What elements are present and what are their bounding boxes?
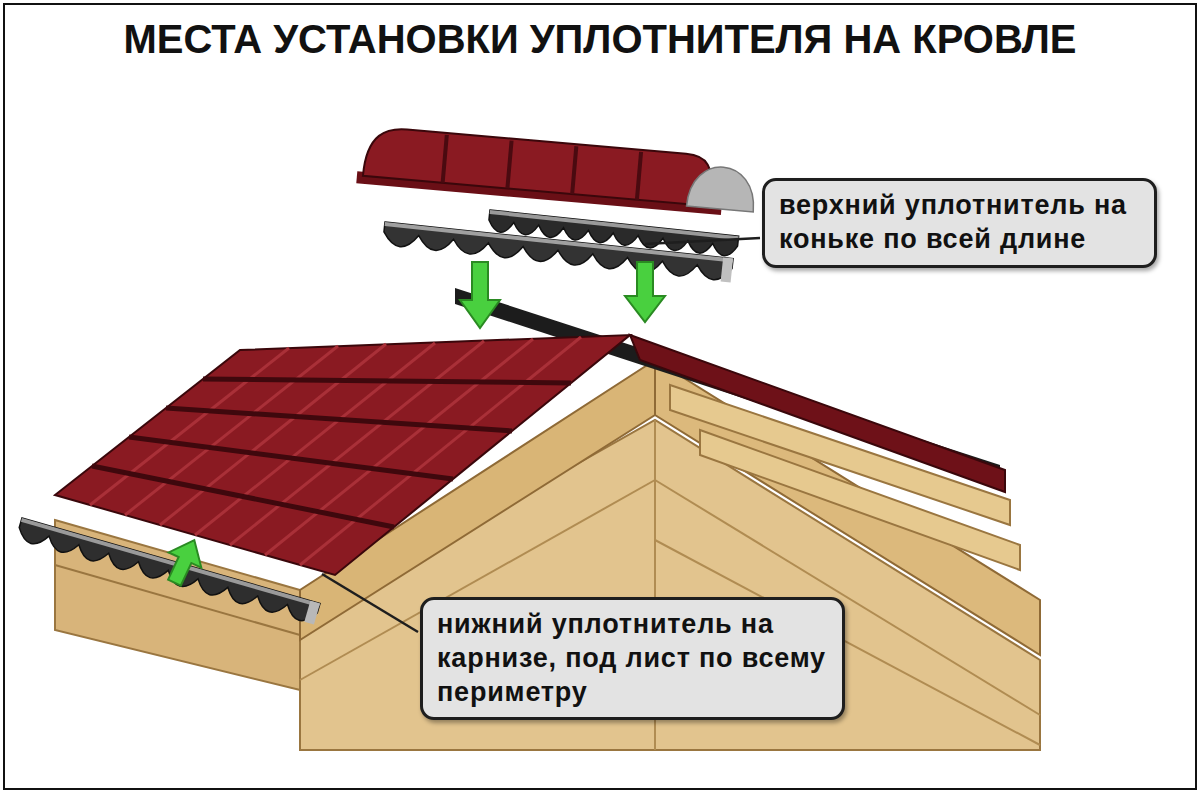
green-arrow [460, 262, 500, 328]
corrugation [90, 337, 581, 565]
green-arrow [625, 262, 665, 322]
right-roof-sheet [630, 335, 1005, 492]
callout-text: нижний уплотнитель на карнизе, под лист … [437, 608, 828, 709]
tile-step [92, 379, 571, 527]
frame [4, 4, 1196, 789]
ridge-seal-front [382, 222, 733, 282]
ridge-cap [356, 125, 758, 217]
eave-seal [16, 518, 320, 625]
leader-line [645, 238, 760, 244]
callout-box: нижний уплотнитель на карнизе, под лист … [420, 597, 845, 720]
leader-line [322, 574, 418, 632]
diagram-title: МЕСТА УСТАНОВКИ УПЛОТНИТЕЛЯ НА КРОВЛЕ [0, 16, 1200, 64]
left-roof-sheet [55, 335, 630, 575]
batten [700, 430, 1020, 570]
callout-box: верхний уплотнитель на коньке по всей дл… [762, 178, 1157, 268]
callout-text: верхний уплотнитель на коньке по всей дл… [779, 189, 1140, 257]
green-arrow [158, 532, 210, 590]
